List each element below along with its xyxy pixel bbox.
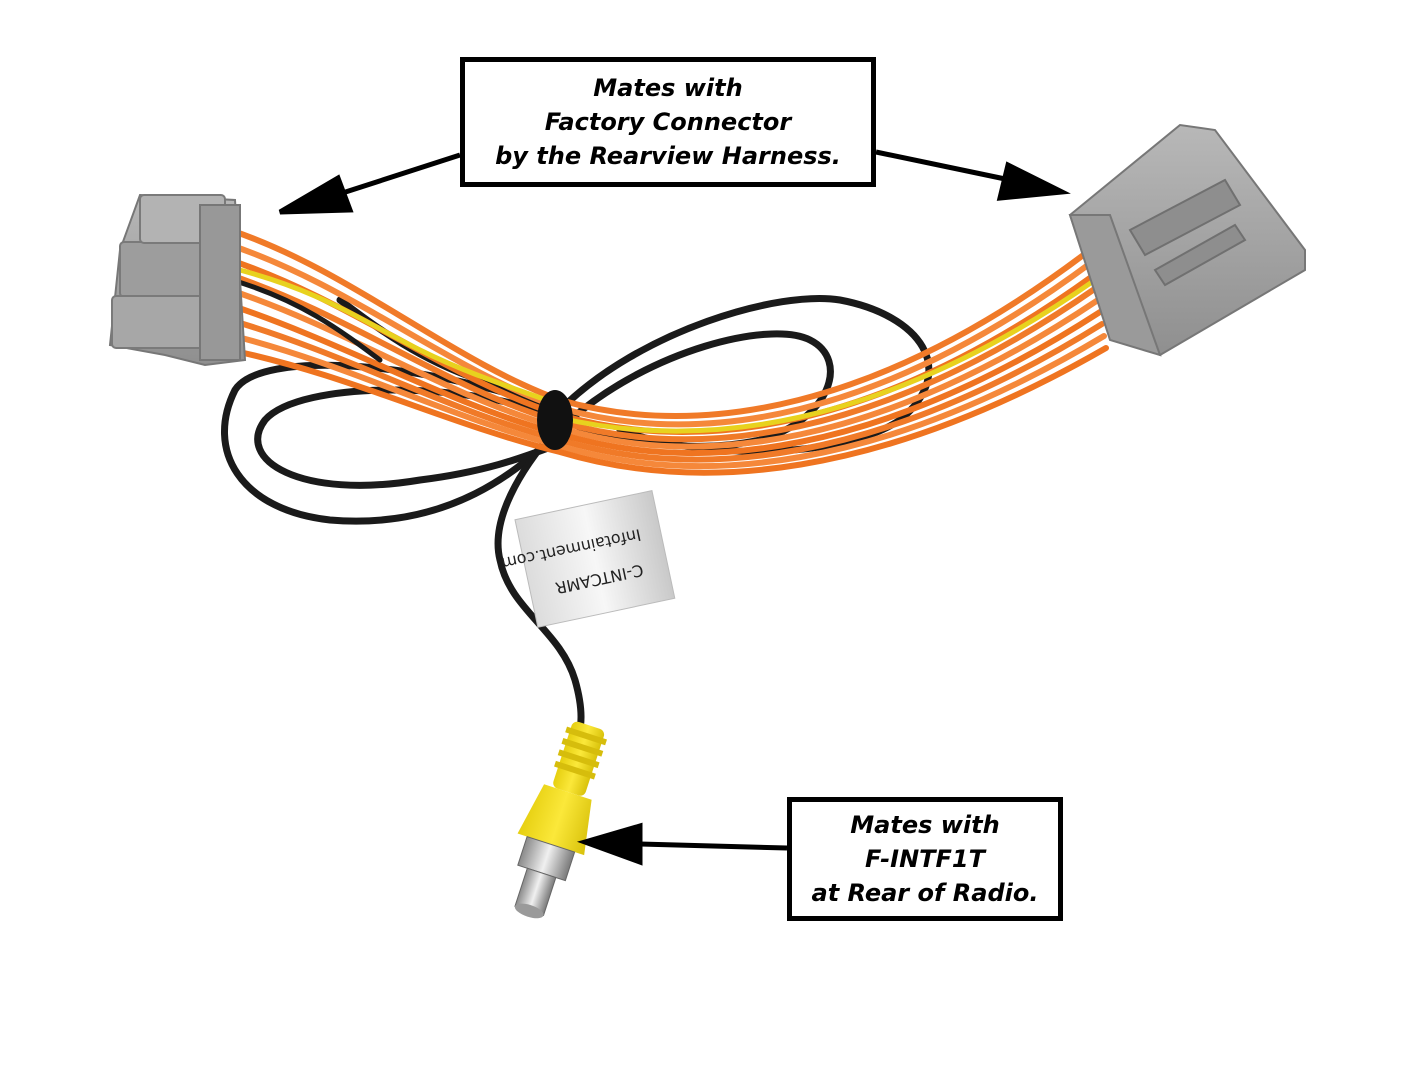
arrow-icon bbox=[278, 149, 1071, 866]
callout-top-line2: Factory Connector bbox=[544, 108, 792, 136]
callout-top-line1: Mates with bbox=[593, 74, 743, 102]
rca-plug bbox=[514, 721, 607, 919]
left-connector bbox=[108, 193, 247, 367]
tie-knot bbox=[537, 390, 573, 450]
label-tag: C-INTCAMR Infotainment.com bbox=[500, 490, 676, 628]
callout-bottom-line1: Mates with bbox=[850, 811, 1000, 839]
callout-top: Mates with Factory Connector by the Rear… bbox=[460, 57, 876, 187]
callout-bottom-line2: F-INTF1T bbox=[864, 845, 985, 873]
callout-bottom: Mates with F-INTF1T at Rear of Radio. bbox=[787, 797, 1063, 921]
orange-wire-bundle bbox=[227, 227, 1109, 476]
callout-top-line3: by the Rearview Harness. bbox=[495, 142, 841, 170]
right-connector bbox=[1068, 123, 1306, 357]
callout-bottom-line3: at Rear of Radio. bbox=[811, 879, 1039, 907]
